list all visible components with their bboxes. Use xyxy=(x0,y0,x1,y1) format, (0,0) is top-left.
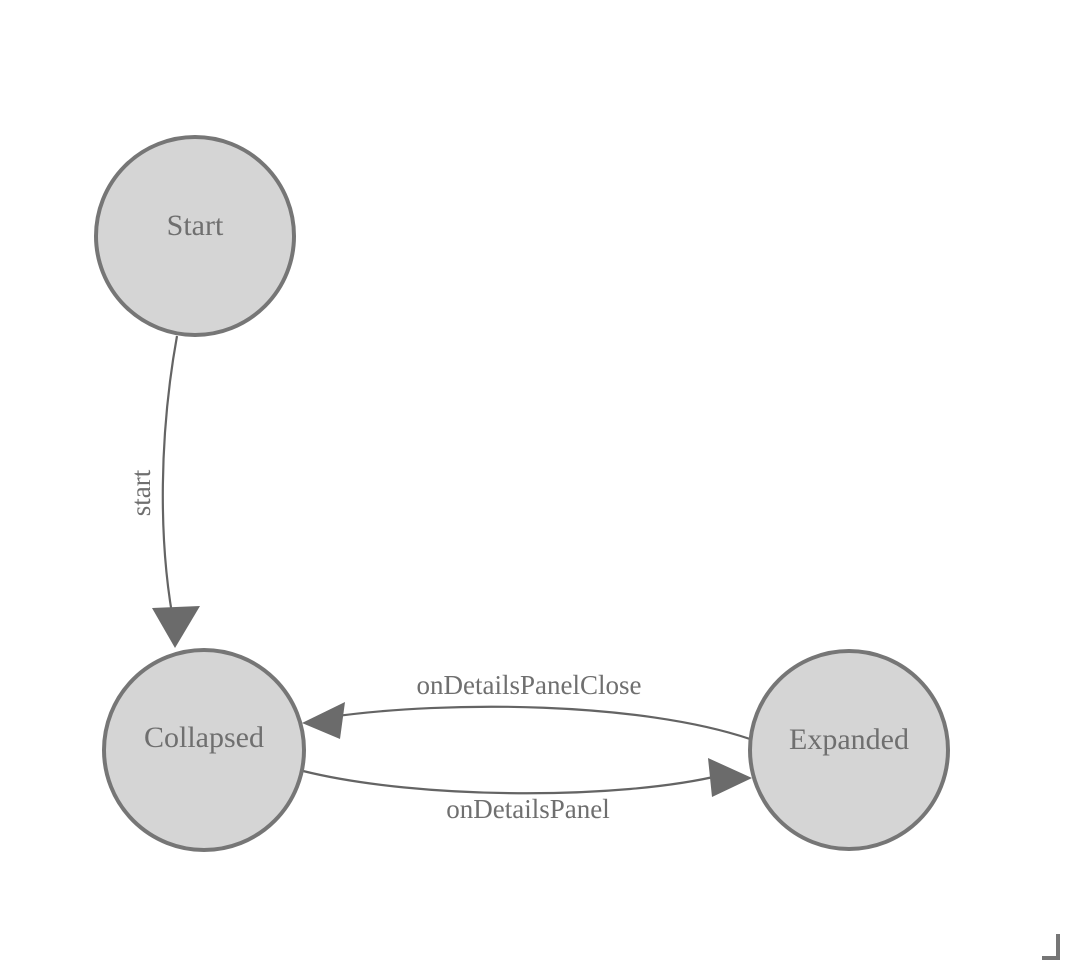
node-collapsed-circle xyxy=(102,648,306,852)
node-start[interactable]: Start xyxy=(94,135,296,337)
node-expanded-circle xyxy=(748,649,950,851)
node-start-circle xyxy=(94,135,296,337)
edge-path-collapsed-expanded xyxy=(302,769,723,795)
edge-path-expanded-collapsed xyxy=(329,705,751,741)
node-start-label: Start xyxy=(167,209,224,242)
edge-path-start-collapsed xyxy=(161,335,179,631)
edge-label-on-details-panel-close: onDetailsPanelClose xyxy=(417,670,642,700)
corner-vertical-rule xyxy=(1056,934,1060,960)
edge-label-on-details-panel: onDetailsPanel xyxy=(446,794,609,824)
node-collapsed-label: Collapsed xyxy=(144,721,264,754)
node-expanded[interactable]: Expanded xyxy=(748,649,950,851)
arrowhead-icon xyxy=(708,758,752,797)
node-collapsed[interactable]: Collapsed xyxy=(102,648,306,852)
edge-expanded-to-collapsed[interactable]: onDetailsPanelClose xyxy=(302,670,751,741)
corner-horizontal-rule xyxy=(1042,956,1060,960)
arrowhead-icon xyxy=(152,606,200,648)
arrowhead-icon xyxy=(302,702,345,739)
edge-collapsed-to-expanded[interactable]: onDetailsPanel xyxy=(302,758,752,824)
edge-label-start: start xyxy=(126,469,156,516)
edge-start-to-collapsed[interactable]: start xyxy=(126,335,200,648)
corner-frame-marker xyxy=(1042,934,1060,960)
node-expanded-label: Expanded xyxy=(789,723,909,756)
